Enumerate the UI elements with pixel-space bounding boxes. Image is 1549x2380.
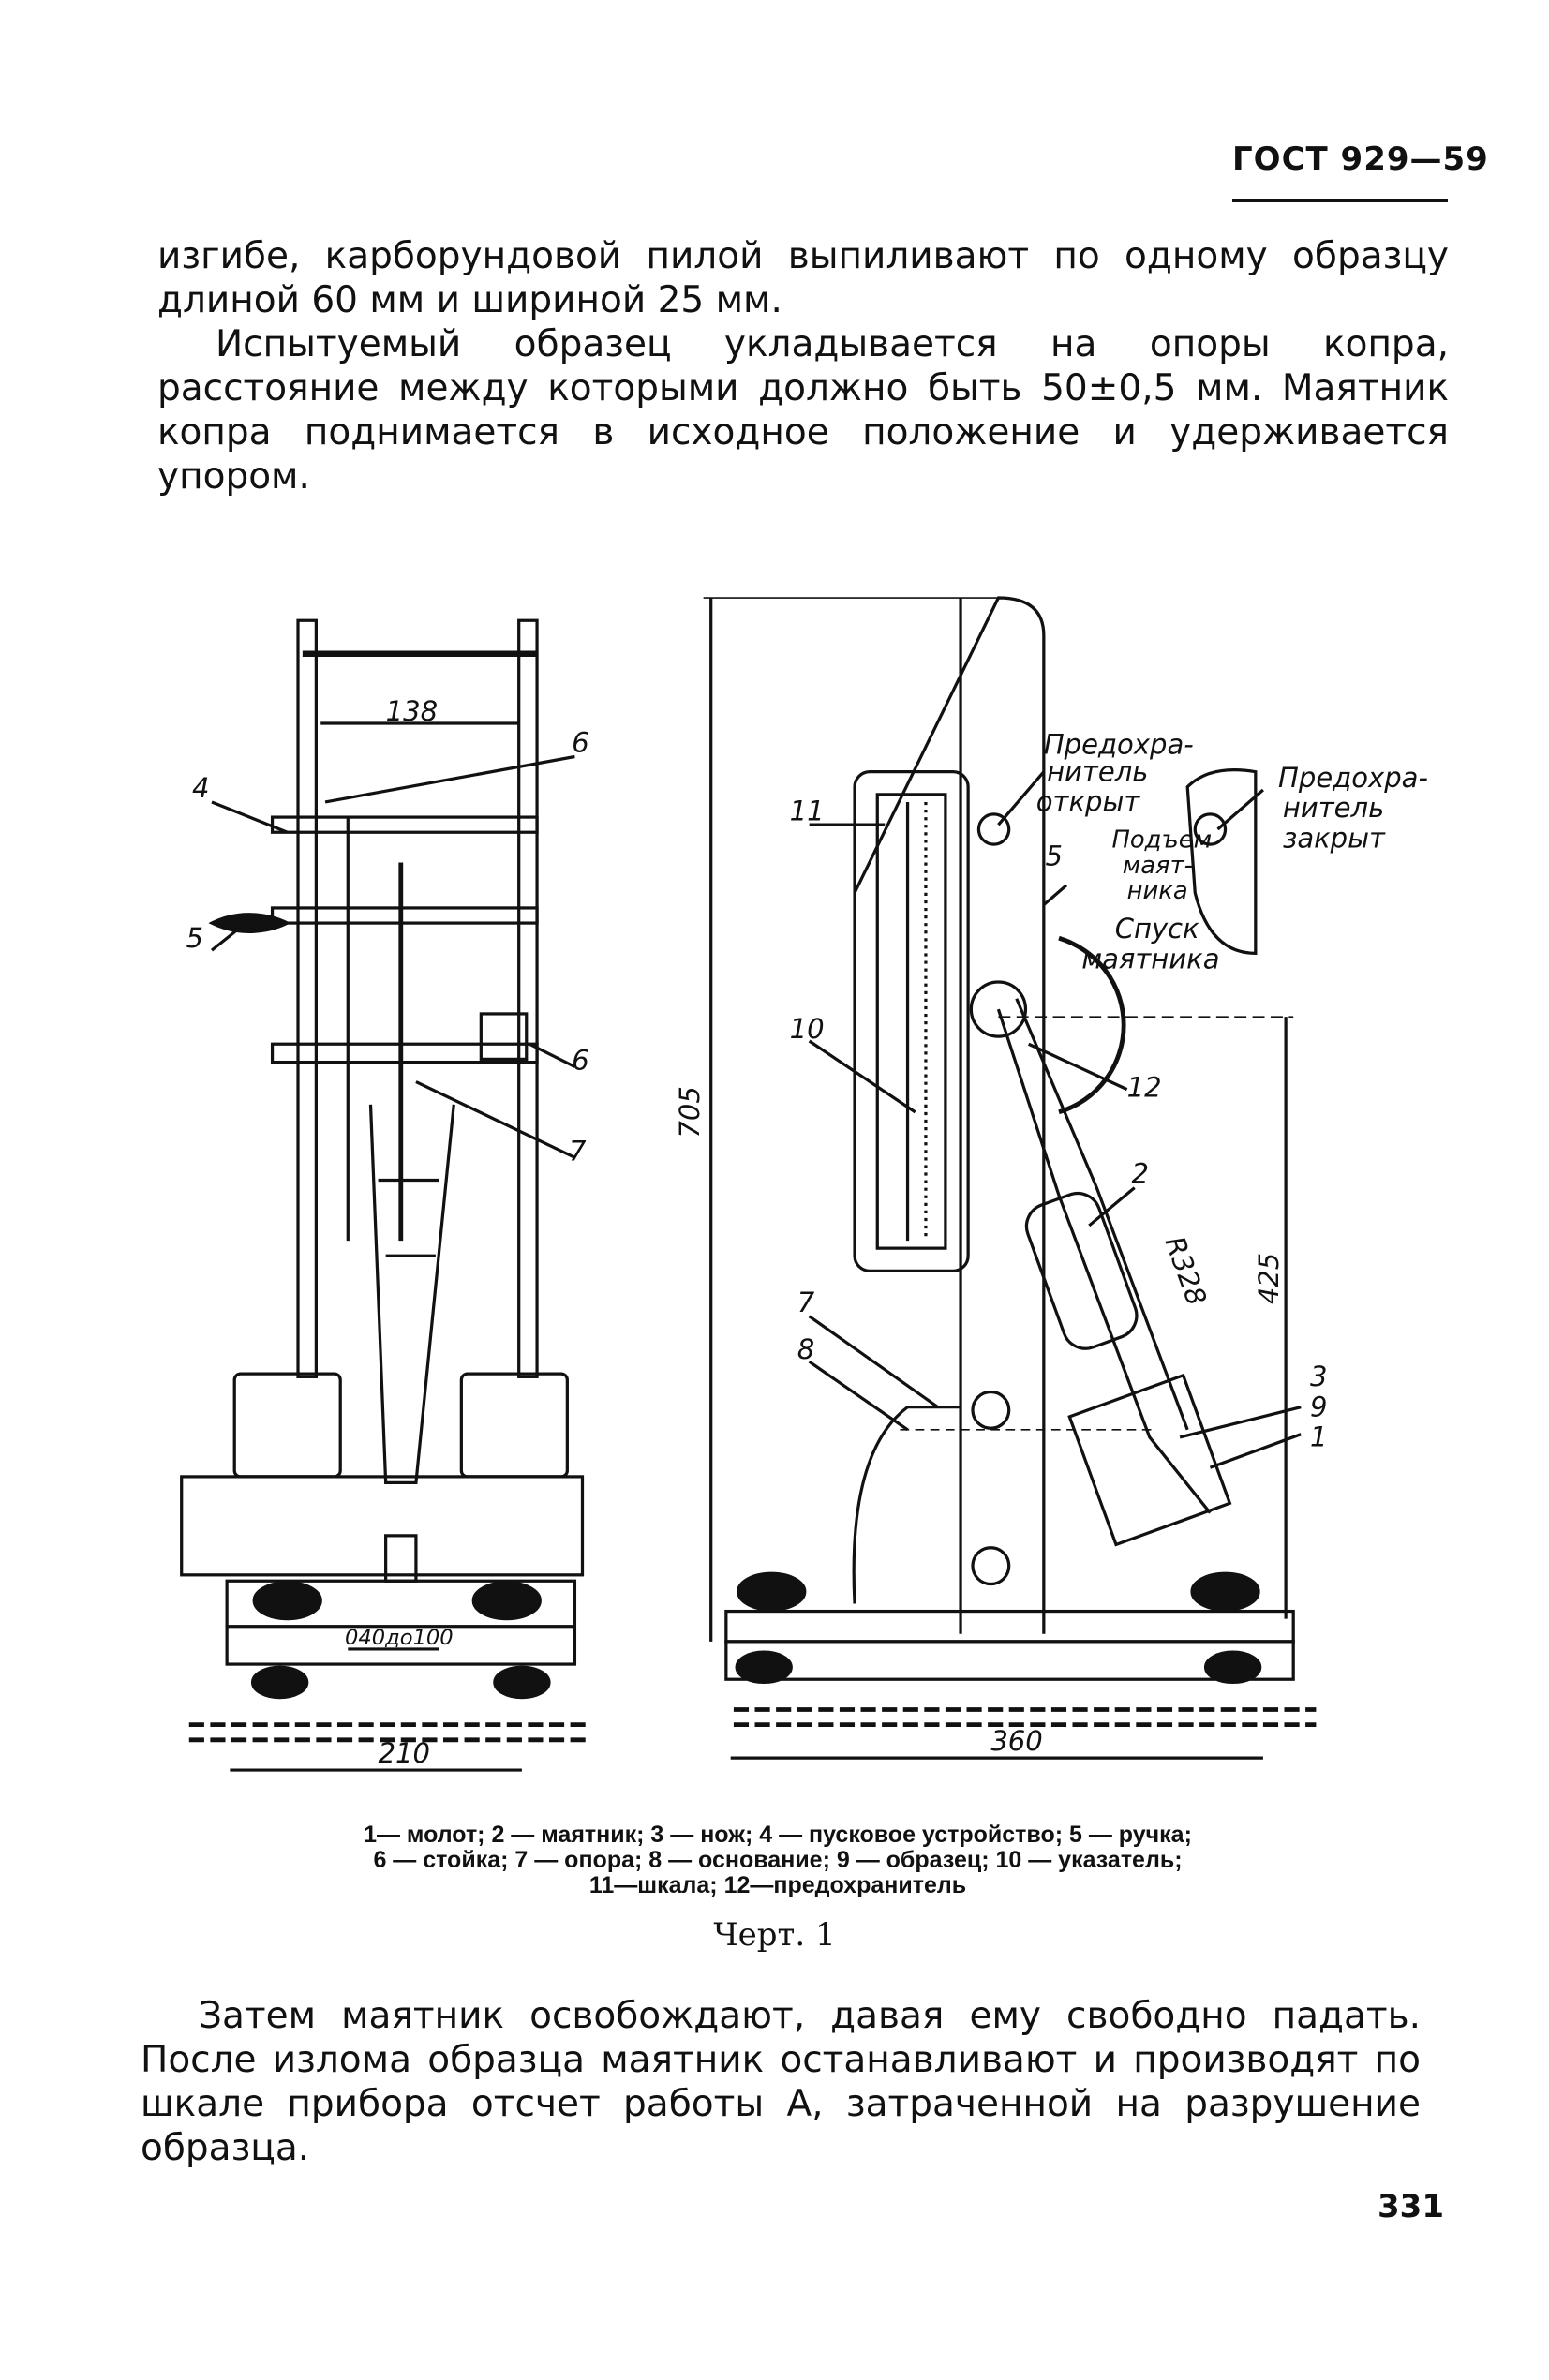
- callout-7: 7: [797, 1287, 815, 1318]
- paragraph-text: Испытуемый образец укладывается на опоры…: [157, 323, 1449, 498]
- side-view: [703, 596, 1317, 1760]
- note-lift: ника: [1127, 877, 1188, 905]
- note-lift: Подъем: [1111, 826, 1212, 854]
- dim-705: 705: [674, 1086, 706, 1138]
- note-closed: закрыт: [1283, 822, 1386, 854]
- callout-8: 8: [797, 1333, 814, 1365]
- note-release: Спуск: [1115, 913, 1199, 945]
- callout-4: 4: [192, 772, 209, 804]
- dim-138: 138: [386, 695, 438, 727]
- note-open: нитель: [1047, 755, 1148, 787]
- page-number: 331: [1378, 2188, 1444, 2225]
- caption-line: 6 — стойка; 7 — опора; 8 — основание; 9 …: [373, 1847, 1183, 1873]
- note-open: Предохра-: [1044, 728, 1194, 760]
- standard-header: ГОСТ 929—59: [1232, 141, 1489, 178]
- dim-425: 425: [1253, 1253, 1285, 1304]
- callout-6: 6: [572, 1045, 588, 1077]
- dim-040-100: 040до100: [345, 1626, 454, 1650]
- callout-5: 5: [1045, 840, 1062, 872]
- paragraph-line-1: изгибе, карборундовой пилой выпиливают п…: [157, 235, 1449, 321]
- dim-210: 210: [379, 1737, 430, 1769]
- front-view: [180, 618, 590, 1772]
- callout-9: 9: [1310, 1391, 1327, 1422]
- callout-2: 2: [1131, 1158, 1148, 1190]
- paragraph-text: Затем маятник освобождают, давая ему сво…: [141, 1995, 1421, 2169]
- callout-10: 10: [790, 1013, 825, 1045]
- callout-5: 5: [186, 922, 203, 954]
- note-lift: маят-: [1123, 852, 1193, 880]
- note-closed: нитель: [1283, 792, 1384, 824]
- callout-1: 1: [1310, 1421, 1327, 1453]
- callout-11: 11: [790, 795, 825, 826]
- paragraph-conclusion: Затем маятник освобождают, давая ему сво…: [141, 1994, 1421, 2170]
- callout-3: 3: [1310, 1361, 1327, 1392]
- figure-caption: 1— молот; 2 — маятник; 3 — нож; 4 — пуск…: [262, 1822, 1293, 1898]
- note-open: открыт: [1036, 786, 1141, 818]
- note-release: маятника: [1081, 944, 1219, 975]
- paragraph-intro: изгибе, карборундовой пилой выпиливают п…: [157, 234, 1449, 498]
- caption-line: 11—шкала; 12—предохранитель: [588, 1872, 967, 1898]
- dim-360: 360: [990, 1725, 1042, 1757]
- caption-line: 1— молот; 2 — маятник; 3 — нож; 4 — пуск…: [364, 1822, 1192, 1848]
- callout-6: 6: [572, 727, 588, 759]
- header-rule: [1232, 199, 1448, 202]
- note-closed: Предохра-: [1278, 762, 1428, 794]
- paragraph-line-2: Испытуемый образец укладывается на опоры…: [157, 322, 1449, 498]
- figure-title: Черт. 1: [713, 1916, 836, 1954]
- radius-r328: R328: [1158, 1232, 1213, 1310]
- callout-7: 7: [569, 1136, 587, 1168]
- callout-12: 12: [1127, 1072, 1162, 1104]
